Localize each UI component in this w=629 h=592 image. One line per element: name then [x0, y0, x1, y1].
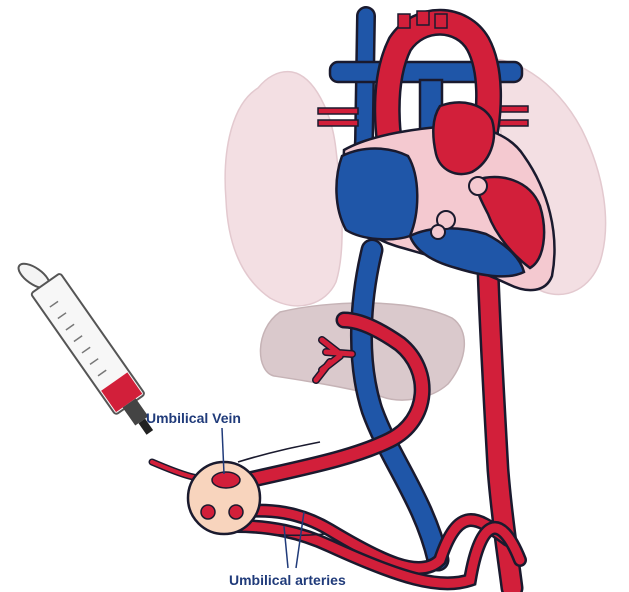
left-lung: [225, 72, 342, 306]
umbilical-vein-label: Umbilical Vein: [146, 410, 241, 426]
syringe: [15, 259, 228, 480]
valve: [431, 225, 445, 239]
artery-lumen-right: [229, 505, 243, 519]
vein-lumen: [212, 472, 240, 488]
valve: [469, 177, 487, 195]
right-atrium: [336, 149, 417, 240]
artery-lumen-left: [201, 505, 215, 519]
umbilical-arteries-label: Umbilical arteries: [229, 572, 346, 588]
